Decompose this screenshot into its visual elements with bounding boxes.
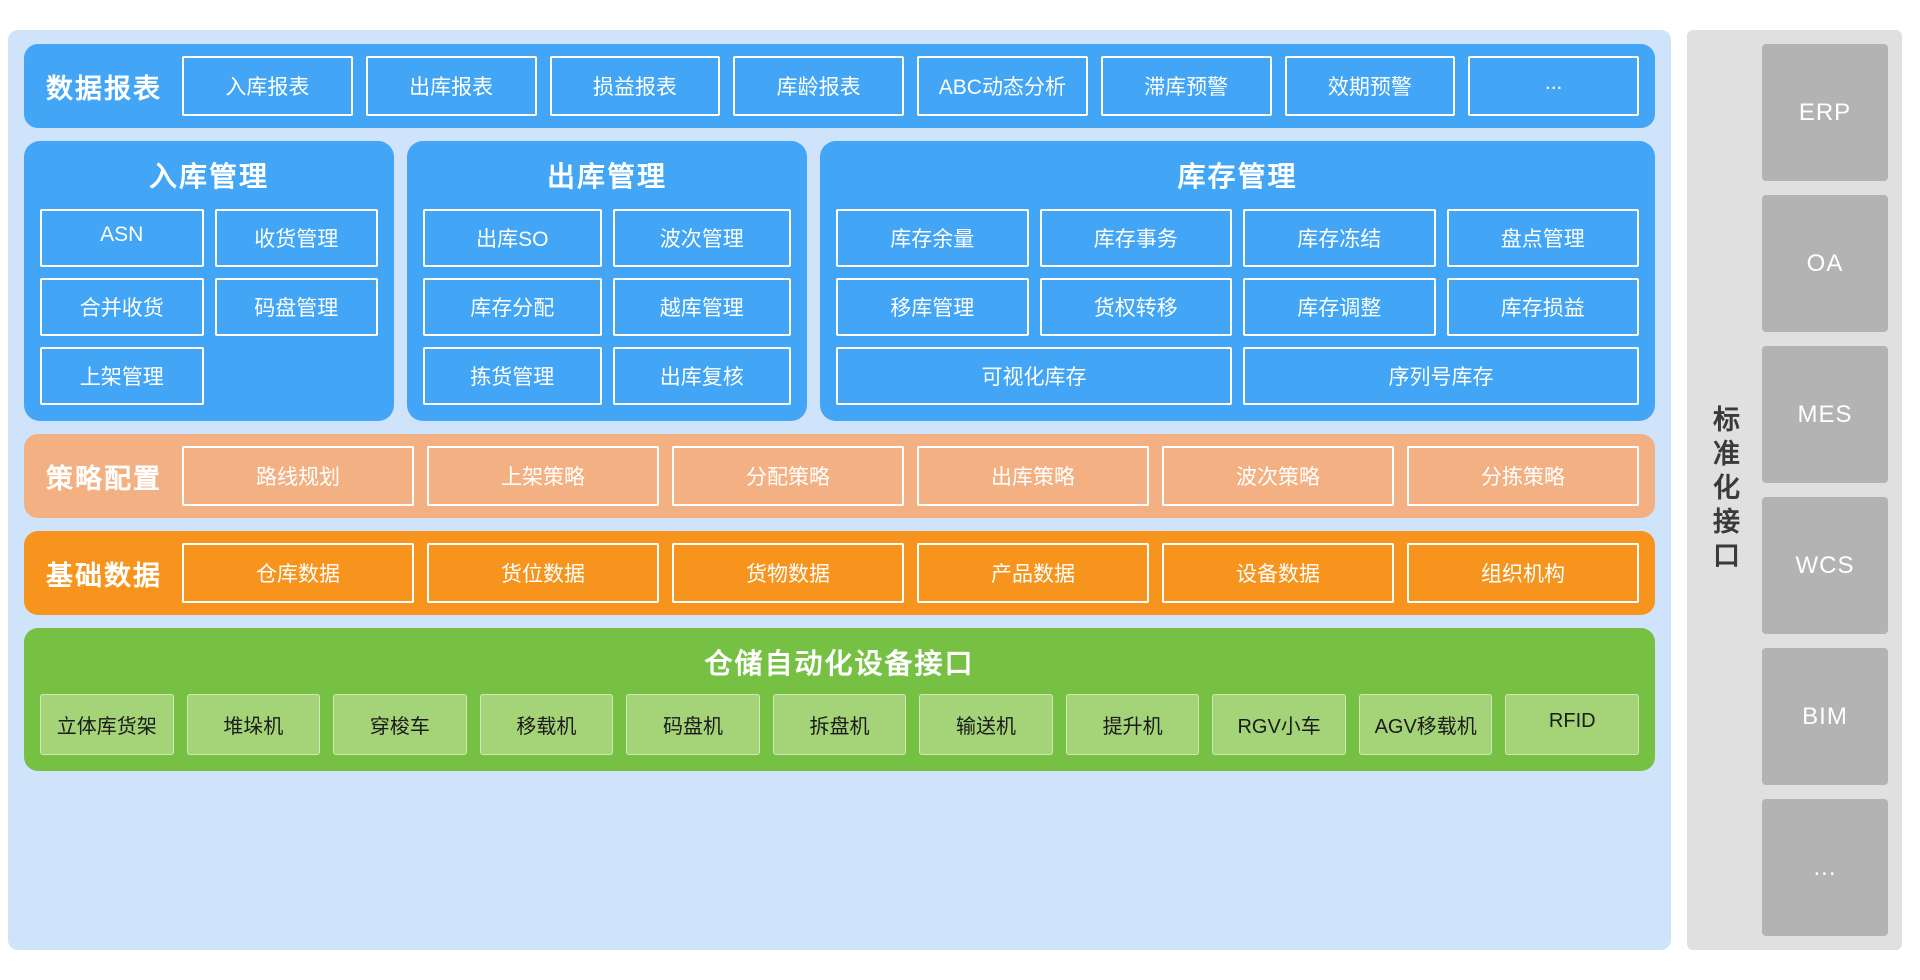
automation-chip[interactable]: 拆盘机 bbox=[772, 694, 907, 755]
report-chip[interactable]: 入库报表 bbox=[182, 56, 353, 116]
strategy-chip[interactable]: 分拣策略 bbox=[1407, 446, 1639, 506]
interface-item-erp[interactable]: ERP bbox=[1762, 44, 1888, 181]
automation-chip[interactable]: 立体库货架 bbox=[40, 694, 174, 755]
panel-chip[interactable]: 库存调整 bbox=[1243, 278, 1436, 336]
interface-list: ERP OA MES WCS BIM ... bbox=[1762, 44, 1888, 936]
panel-chip[interactable]: 越库管理 bbox=[612, 278, 791, 336]
report-chip[interactable]: ABC动态分析 bbox=[917, 56, 1088, 116]
automation-section: 仓储自动化设备接口 立体库货架 堆垛机 穿梭车 移载机 码盘机 拆盘机 输送机 … bbox=[24, 628, 1655, 771]
panel-outbound-title: 出库管理 bbox=[546, 161, 667, 192]
basedata-chip[interactable]: 货物数据 bbox=[672, 543, 904, 603]
automation-chip-row: 立体库货架 堆垛机 穿梭车 移载机 码盘机 拆盘机 输送机 提升机 RGV小车 … bbox=[40, 694, 1640, 755]
reports-band: 数据报表 入库报表 出库报表 损益报表 库龄报表 ABC动态分析 滞库预警 效期… bbox=[24, 44, 1655, 128]
report-chip[interactable]: 效期预警 bbox=[1284, 56, 1456, 116]
panel-inbound-title: 入库管理 bbox=[148, 161, 269, 192]
panel-chip[interactable]: 拣货管理 bbox=[423, 347, 602, 405]
interface-item-oa[interactable]: OA bbox=[1762, 195, 1888, 332]
panel-chip[interactable]: 货权转移 bbox=[1039, 278, 1232, 336]
automation-title: 仓储自动化设备接口 bbox=[704, 648, 975, 679]
panel-chip[interactable]: ASN bbox=[40, 209, 204, 267]
panel-chip[interactable]: 库存事务 bbox=[1039, 209, 1232, 267]
panel-chip[interactable]: 库存余量 bbox=[836, 209, 1029, 267]
panel-row: ASN 收货管理 bbox=[40, 209, 378, 267]
panel-chip[interactable]: 库存损益 bbox=[1446, 278, 1639, 336]
basedata-chip[interactable]: 货位数据 bbox=[427, 543, 659, 603]
basedata-chip-row: 仓库数据 货位数据 货物数据 产品数据 设备数据 组织机构 bbox=[182, 543, 1639, 603]
panel-row: 上架管理 bbox=[40, 347, 378, 405]
report-chip[interactable]: 滞库预警 bbox=[1100, 56, 1272, 116]
strategy-chip[interactable]: 分配策略 bbox=[672, 446, 904, 506]
panel-row: 库存余量 库存事务 库存冻结 盘点管理 bbox=[836, 209, 1639, 267]
strategy-chip[interactable]: 上架策略 bbox=[427, 446, 659, 506]
reports-title: 数据报表 bbox=[46, 73, 162, 104]
panel-chip[interactable]: 库存冻结 bbox=[1243, 209, 1436, 267]
management-panels: 入库管理 ASN 收货管理 合并收货 码盘管理 上架管理 出库管理 出库 bbox=[24, 141, 1655, 421]
panel-chip[interactable]: 出库SO bbox=[423, 209, 602, 267]
automation-chip[interactable]: 穿梭车 bbox=[333, 694, 467, 755]
interface-item-bim[interactable]: BIM bbox=[1762, 648, 1888, 785]
report-chip[interactable]: 损益报表 bbox=[549, 56, 721, 116]
interface-item-mes[interactable]: MES bbox=[1762, 346, 1888, 483]
panel-chip[interactable]: 出库复核 bbox=[612, 347, 791, 405]
basedata-title: 基础数据 bbox=[46, 560, 162, 591]
panel-row: 可视化库存 序列号库存 bbox=[836, 347, 1639, 405]
panel-chip-empty bbox=[215, 347, 379, 405]
panel-row: 库存分配 越库管理 bbox=[423, 278, 791, 336]
panel-row: 出库SO 波次管理 bbox=[423, 209, 791, 267]
panel-row: 合并收货 码盘管理 bbox=[40, 278, 378, 336]
basedata-chip[interactable]: 组织机构 bbox=[1407, 543, 1639, 603]
reports-chip-row: 入库报表 出库报表 损益报表 库龄报表 ABC动态分析 滞库预警 效期预警 ..… bbox=[182, 56, 1639, 116]
panel-chip[interactable]: 波次管理 bbox=[612, 209, 791, 267]
panel-chip[interactable]: 合并收货 bbox=[40, 278, 204, 336]
strategy-chip[interactable]: 路线规划 bbox=[182, 446, 414, 506]
panel-chip[interactable]: 收货管理 bbox=[214, 209, 378, 267]
report-chip[interactable]: 出库报表 bbox=[365, 56, 537, 116]
strategy-chip[interactable]: 波次策略 bbox=[1162, 446, 1394, 506]
strategy-band: 策略配置 路线规划 上架策略 分配策略 出库策略 波次策略 分拣策略 bbox=[24, 434, 1655, 518]
panel-chip[interactable]: 码盘管理 bbox=[214, 278, 378, 336]
strategy-title: 策略配置 bbox=[46, 463, 162, 494]
basedata-chip[interactable]: 设备数据 bbox=[1162, 543, 1394, 603]
report-chip-more[interactable]: ... bbox=[1468, 56, 1639, 116]
panel-inbound: 入库管理 ASN 收货管理 合并收货 码盘管理 上架管理 bbox=[24, 141, 394, 421]
automation-chip[interactable]: 堆垛机 bbox=[186, 694, 321, 755]
basedata-chip[interactable]: 仓库数据 bbox=[182, 543, 414, 603]
standard-interface-label: 标准化接口 bbox=[1709, 405, 1739, 575]
automation-chip[interactable]: RFID bbox=[1505, 694, 1640, 755]
panel-chip[interactable]: 可视化库存 bbox=[836, 347, 1232, 405]
panel-chip[interactable]: 序列号库存 bbox=[1243, 347, 1639, 405]
basedata-chip[interactable]: 产品数据 bbox=[917, 543, 1149, 603]
interface-item-more[interactable]: ... bbox=[1762, 799, 1888, 936]
standard-interface-panel: 标准化接口 ERP OA MES WCS BIM ... bbox=[1687, 30, 1902, 950]
architecture-stack: 数据报表 入库报表 出库报表 损益报表 库龄报表 ABC动态分析 滞库预警 效期… bbox=[8, 30, 1671, 950]
panel-row: 移库管理 货权转移 库存调整 库存损益 bbox=[836, 278, 1639, 336]
panel-chip[interactable]: 库存分配 bbox=[423, 278, 602, 336]
panel-chip[interactable]: 上架管理 bbox=[40, 347, 204, 405]
automation-chip[interactable]: 输送机 bbox=[919, 694, 1053, 755]
panel-inventory-title: 库存管理 bbox=[1177, 161, 1298, 192]
automation-chip[interactable]: 提升机 bbox=[1065, 694, 1200, 755]
strategy-chip-row: 路线规划 上架策略 分配策略 出库策略 波次策略 分拣策略 bbox=[182, 446, 1639, 506]
panel-row: 拣货管理 出库复核 bbox=[423, 347, 791, 405]
panel-chip[interactable]: 盘点管理 bbox=[1446, 209, 1639, 267]
panel-outbound: 出库管理 出库SO 波次管理 库存分配 越库管理 拣货管理 出库复核 bbox=[407, 141, 807, 421]
automation-chip[interactable]: RGV小车 bbox=[1212, 694, 1346, 755]
strategy-chip[interactable]: 出库策略 bbox=[917, 446, 1149, 506]
panel-chip[interactable]: 移库管理 bbox=[836, 278, 1029, 336]
report-chip[interactable]: 库龄报表 bbox=[733, 56, 904, 116]
automation-chip[interactable]: AGV移载机 bbox=[1358, 694, 1493, 755]
basedata-band: 基础数据 仓库数据 货位数据 货物数据 产品数据 设备数据 组织机构 bbox=[24, 531, 1655, 615]
automation-chip[interactable]: 码盘机 bbox=[626, 694, 760, 755]
automation-chip[interactable]: 移载机 bbox=[479, 694, 614, 755]
interface-item-wcs[interactable]: WCS bbox=[1762, 497, 1888, 634]
panel-inventory: 库存管理 库存余量 库存事务 库存冻结 盘点管理 移库管理 货权转移 库存调整 … bbox=[820, 141, 1655, 421]
